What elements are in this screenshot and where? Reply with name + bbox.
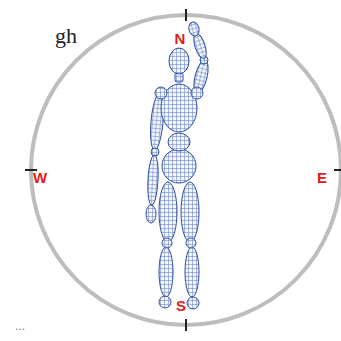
direction-label: N (175, 31, 186, 46)
mannequin-figure (146, 21, 211, 309)
direction-label: E (317, 170, 327, 185)
direction-label: S (176, 298, 186, 313)
cut-off-heading: gh (55, 25, 77, 47)
ellipsis-note: ... (15, 320, 25, 332)
direction-label: W (33, 170, 47, 185)
compass-ticks (25, 9, 341, 331)
compass-ring (31, 15, 341, 325)
